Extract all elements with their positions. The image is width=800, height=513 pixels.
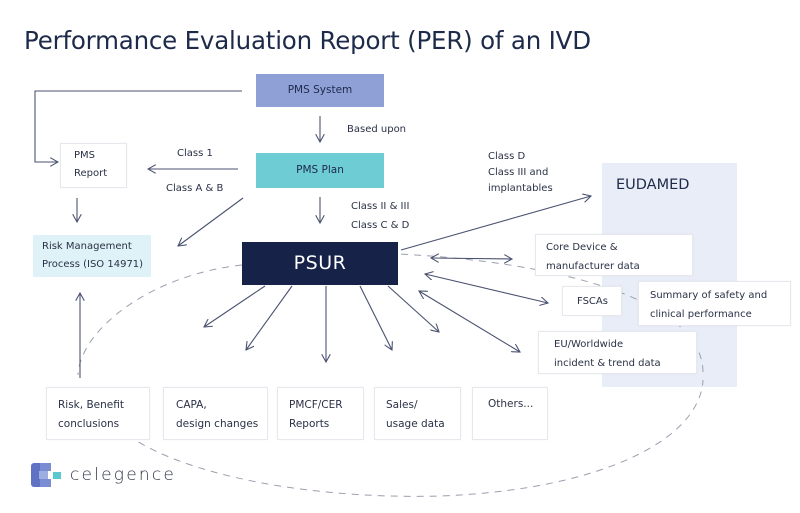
arrow-psur-out-1 bbox=[204, 285, 266, 327]
arrow-psur-core bbox=[431, 258, 512, 259]
label-class-c-d: Class C & D bbox=[351, 220, 410, 231]
fscas-node: FSCAs bbox=[562, 286, 622, 316]
core-device-node: Core Device & manufacturer data bbox=[535, 234, 693, 276]
fscas-label: FSCAs bbox=[577, 296, 608, 307]
arrow-plan-to-risk bbox=[178, 197, 244, 246]
arrow-pms-system-to-report bbox=[34, 90, 242, 162]
celegence-logo: celegence bbox=[30, 462, 176, 488]
core-device-line-2: manufacturer data bbox=[546, 261, 640, 272]
eudamed-title: EUDAMED bbox=[616, 177, 690, 193]
input-pmcf-cer-line-2: Reports bbox=[289, 418, 330, 430]
pms-report-line-2: Report bbox=[74, 168, 108, 179]
input-capa-line-1: CAPA, bbox=[176, 399, 207, 411]
input-risk-benefit-line-2: conclusions bbox=[58, 418, 120, 430]
risk-management-line-1: Risk Management bbox=[42, 241, 132, 252]
arrow-psur-out-4 bbox=[359, 285, 392, 350]
label-class-d: Class D bbox=[488, 151, 526, 162]
pms-report-line-1: PMS bbox=[74, 150, 96, 161]
label-class-a-b: Class A & B bbox=[166, 183, 224, 194]
input-capa: CAPA, design changes bbox=[163, 387, 268, 440]
label-class-1: Class 1 bbox=[177, 148, 213, 159]
pms-report-node: PMS Report bbox=[60, 143, 127, 188]
input-others-line-1: Others... bbox=[488, 398, 534, 410]
summary-safety-node: Summary of safety and clinical performan… bbox=[638, 281, 791, 326]
core-device-line-1: Core Device & bbox=[546, 242, 618, 253]
incident-trend-line-2: incident & trend data bbox=[554, 358, 661, 369]
input-risk-benefit: Risk, Benefit conclusions bbox=[46, 387, 150, 440]
arrow-psur-fscas bbox=[425, 274, 548, 303]
celegence-wordmark: celegence bbox=[70, 465, 177, 485]
label-class-iii-and: Class III and bbox=[488, 167, 549, 178]
arrow-psur-to-eudamed bbox=[400, 196, 591, 251]
arrow-psur-out-2 bbox=[246, 285, 293, 350]
input-risk-benefit-line-1: Risk, Benefit bbox=[58, 399, 124, 411]
arrow-psur-incident bbox=[419, 291, 520, 352]
pms-plan-node: PMS Plan bbox=[256, 153, 384, 188]
risk-management-line-2: Process (ISO 14971) bbox=[42, 259, 144, 270]
psur-node: PSUR bbox=[242, 242, 398, 285]
input-sales-usage: Sales/ usage data bbox=[374, 387, 461, 440]
risk-management-node: Risk Management Process (ISO 14971) bbox=[33, 235, 151, 277]
summary-safety-line-2: clinical performance bbox=[650, 309, 752, 320]
input-capa-line-2: design changes bbox=[176, 418, 259, 430]
label-class-ii-iii: Class II & III bbox=[351, 201, 410, 212]
celegence-logo-mark bbox=[31, 463, 61, 487]
pms-system-node: PMS System bbox=[256, 74, 384, 107]
arrow-psur-out-5 bbox=[387, 285, 439, 332]
summary-safety-line-1: Summary of safety and bbox=[650, 290, 768, 301]
input-pmcf-cer-line-1: PMCF/CER bbox=[289, 399, 343, 411]
page-title: Performance Evaluation Report (PER) of a… bbox=[24, 26, 591, 55]
input-others: Others... bbox=[472, 387, 548, 440]
input-pmcf-cer: PMCF/CER Reports bbox=[277, 387, 364, 440]
input-sales-usage-line-2: usage data bbox=[386, 418, 445, 430]
input-sales-usage-line-1: Sales/ bbox=[386, 399, 418, 411]
incident-trend-line-1: EU/Worldwide bbox=[554, 339, 624, 350]
incident-trend-node: EU/Worldwide incident & trend data bbox=[538, 331, 697, 374]
label-implantables: implantables bbox=[488, 183, 553, 194]
label-based-upon: Based upon bbox=[347, 124, 407, 135]
